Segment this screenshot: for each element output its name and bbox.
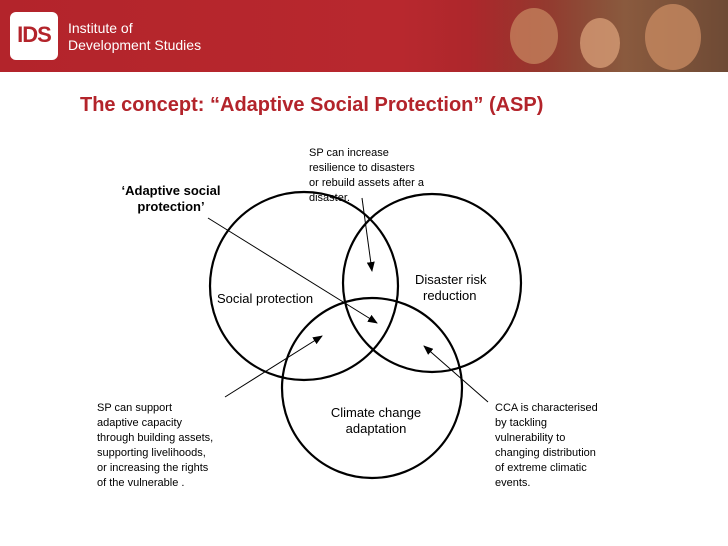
resilience-arrow [362, 198, 372, 271]
climate-change-adaptation-label: Climate change adaptation [316, 405, 436, 437]
climate-change-adaptation-circle [282, 298, 462, 478]
annotation-line: resilience to disasters [309, 161, 424, 176]
drr-line-2: reduction [415, 288, 487, 304]
adaptive-capacity-arrow [225, 336, 322, 397]
annotation-line: vulnerability to [495, 431, 598, 446]
annotation-line: through building assets, [97, 431, 213, 446]
asp-arrow [208, 218, 377, 323]
annotation-line: CCA is characterised [495, 401, 598, 416]
cca-characterised-annotation: CCA is characterised by tackling vulnera… [495, 401, 598, 491]
disaster-risk-reduction-label: Disaster risk reduction [415, 272, 487, 304]
cca-line-1: Climate change [316, 405, 436, 421]
annotation-line: events. [495, 476, 598, 491]
annotation-line: by tackling [495, 416, 598, 431]
annotation-line: adaptive capacity [97, 416, 213, 431]
social-protection-label: Social protection [217, 291, 313, 307]
annotation-line: or increasing the rights [97, 461, 213, 476]
asp-label-line-1: ‘Adaptive social [116, 183, 226, 199]
annotation-line: SP can support [97, 401, 213, 416]
drr-line-1: Disaster risk [415, 272, 487, 288]
asp-label: ‘Adaptive social protection’ [116, 183, 226, 215]
annotation-line: supporting livelihoods, [97, 446, 213, 461]
cca-line-2: adaptation [316, 421, 436, 437]
annotation-line: disaster. [309, 191, 424, 206]
annotation-line: or rebuild assets after a [309, 176, 424, 191]
annotation-line: of extreme climatic [495, 461, 598, 476]
annotation-line: changing distribution [495, 446, 598, 461]
annotation-line: of the vulnerable . [97, 476, 213, 491]
sp-resilience-annotation: SP can increase resilience to disasters … [309, 146, 424, 206]
asp-label-line-2: protection’ [116, 199, 226, 215]
annotation-line: SP can increase [309, 146, 424, 161]
sp-adaptive-annotation: SP can support adaptive capacity through… [97, 401, 213, 491]
